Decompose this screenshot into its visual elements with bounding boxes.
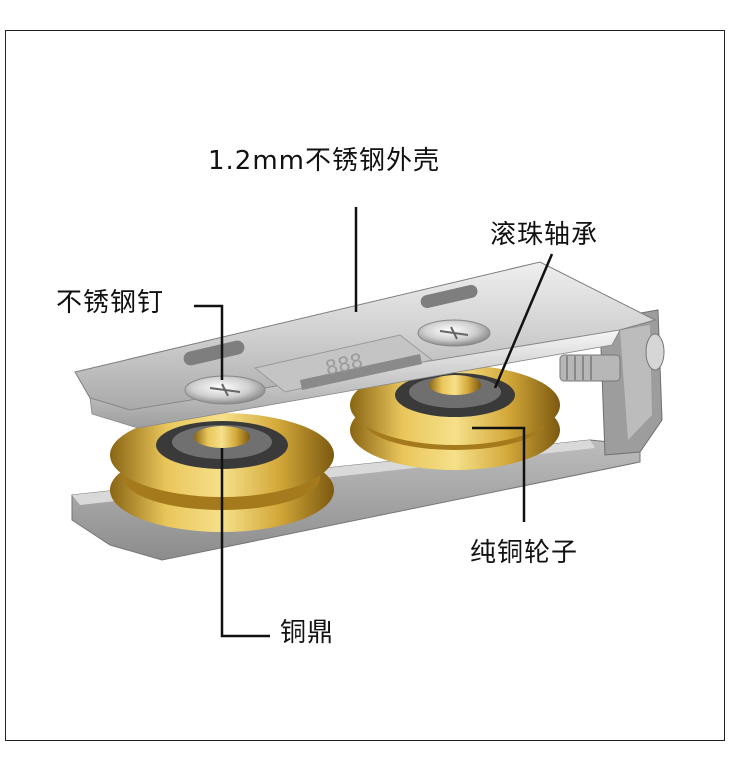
label-stainless-screw: 不锈钢钉 [56, 288, 165, 318]
leader-wheel [472, 426, 526, 522]
label-stainless-shell: 1.2mm不锈钢外壳 [208, 146, 441, 176]
leader-bearing [493, 253, 554, 389]
label-copper-hub: 铜鼎 [280, 618, 335, 648]
label-ball-bearing: 滚珠轴承 [490, 220, 599, 250]
leader-screw [194, 304, 224, 380]
leader-hub [220, 448, 270, 638]
top-cover-plate [74, 261, 657, 429]
wheel-right [350, 365, 560, 470]
label-copper-wheel: 纯铜轮子 [470, 538, 579, 568]
side-bracket [559, 309, 665, 456]
leader-lines [194, 207, 554, 638]
